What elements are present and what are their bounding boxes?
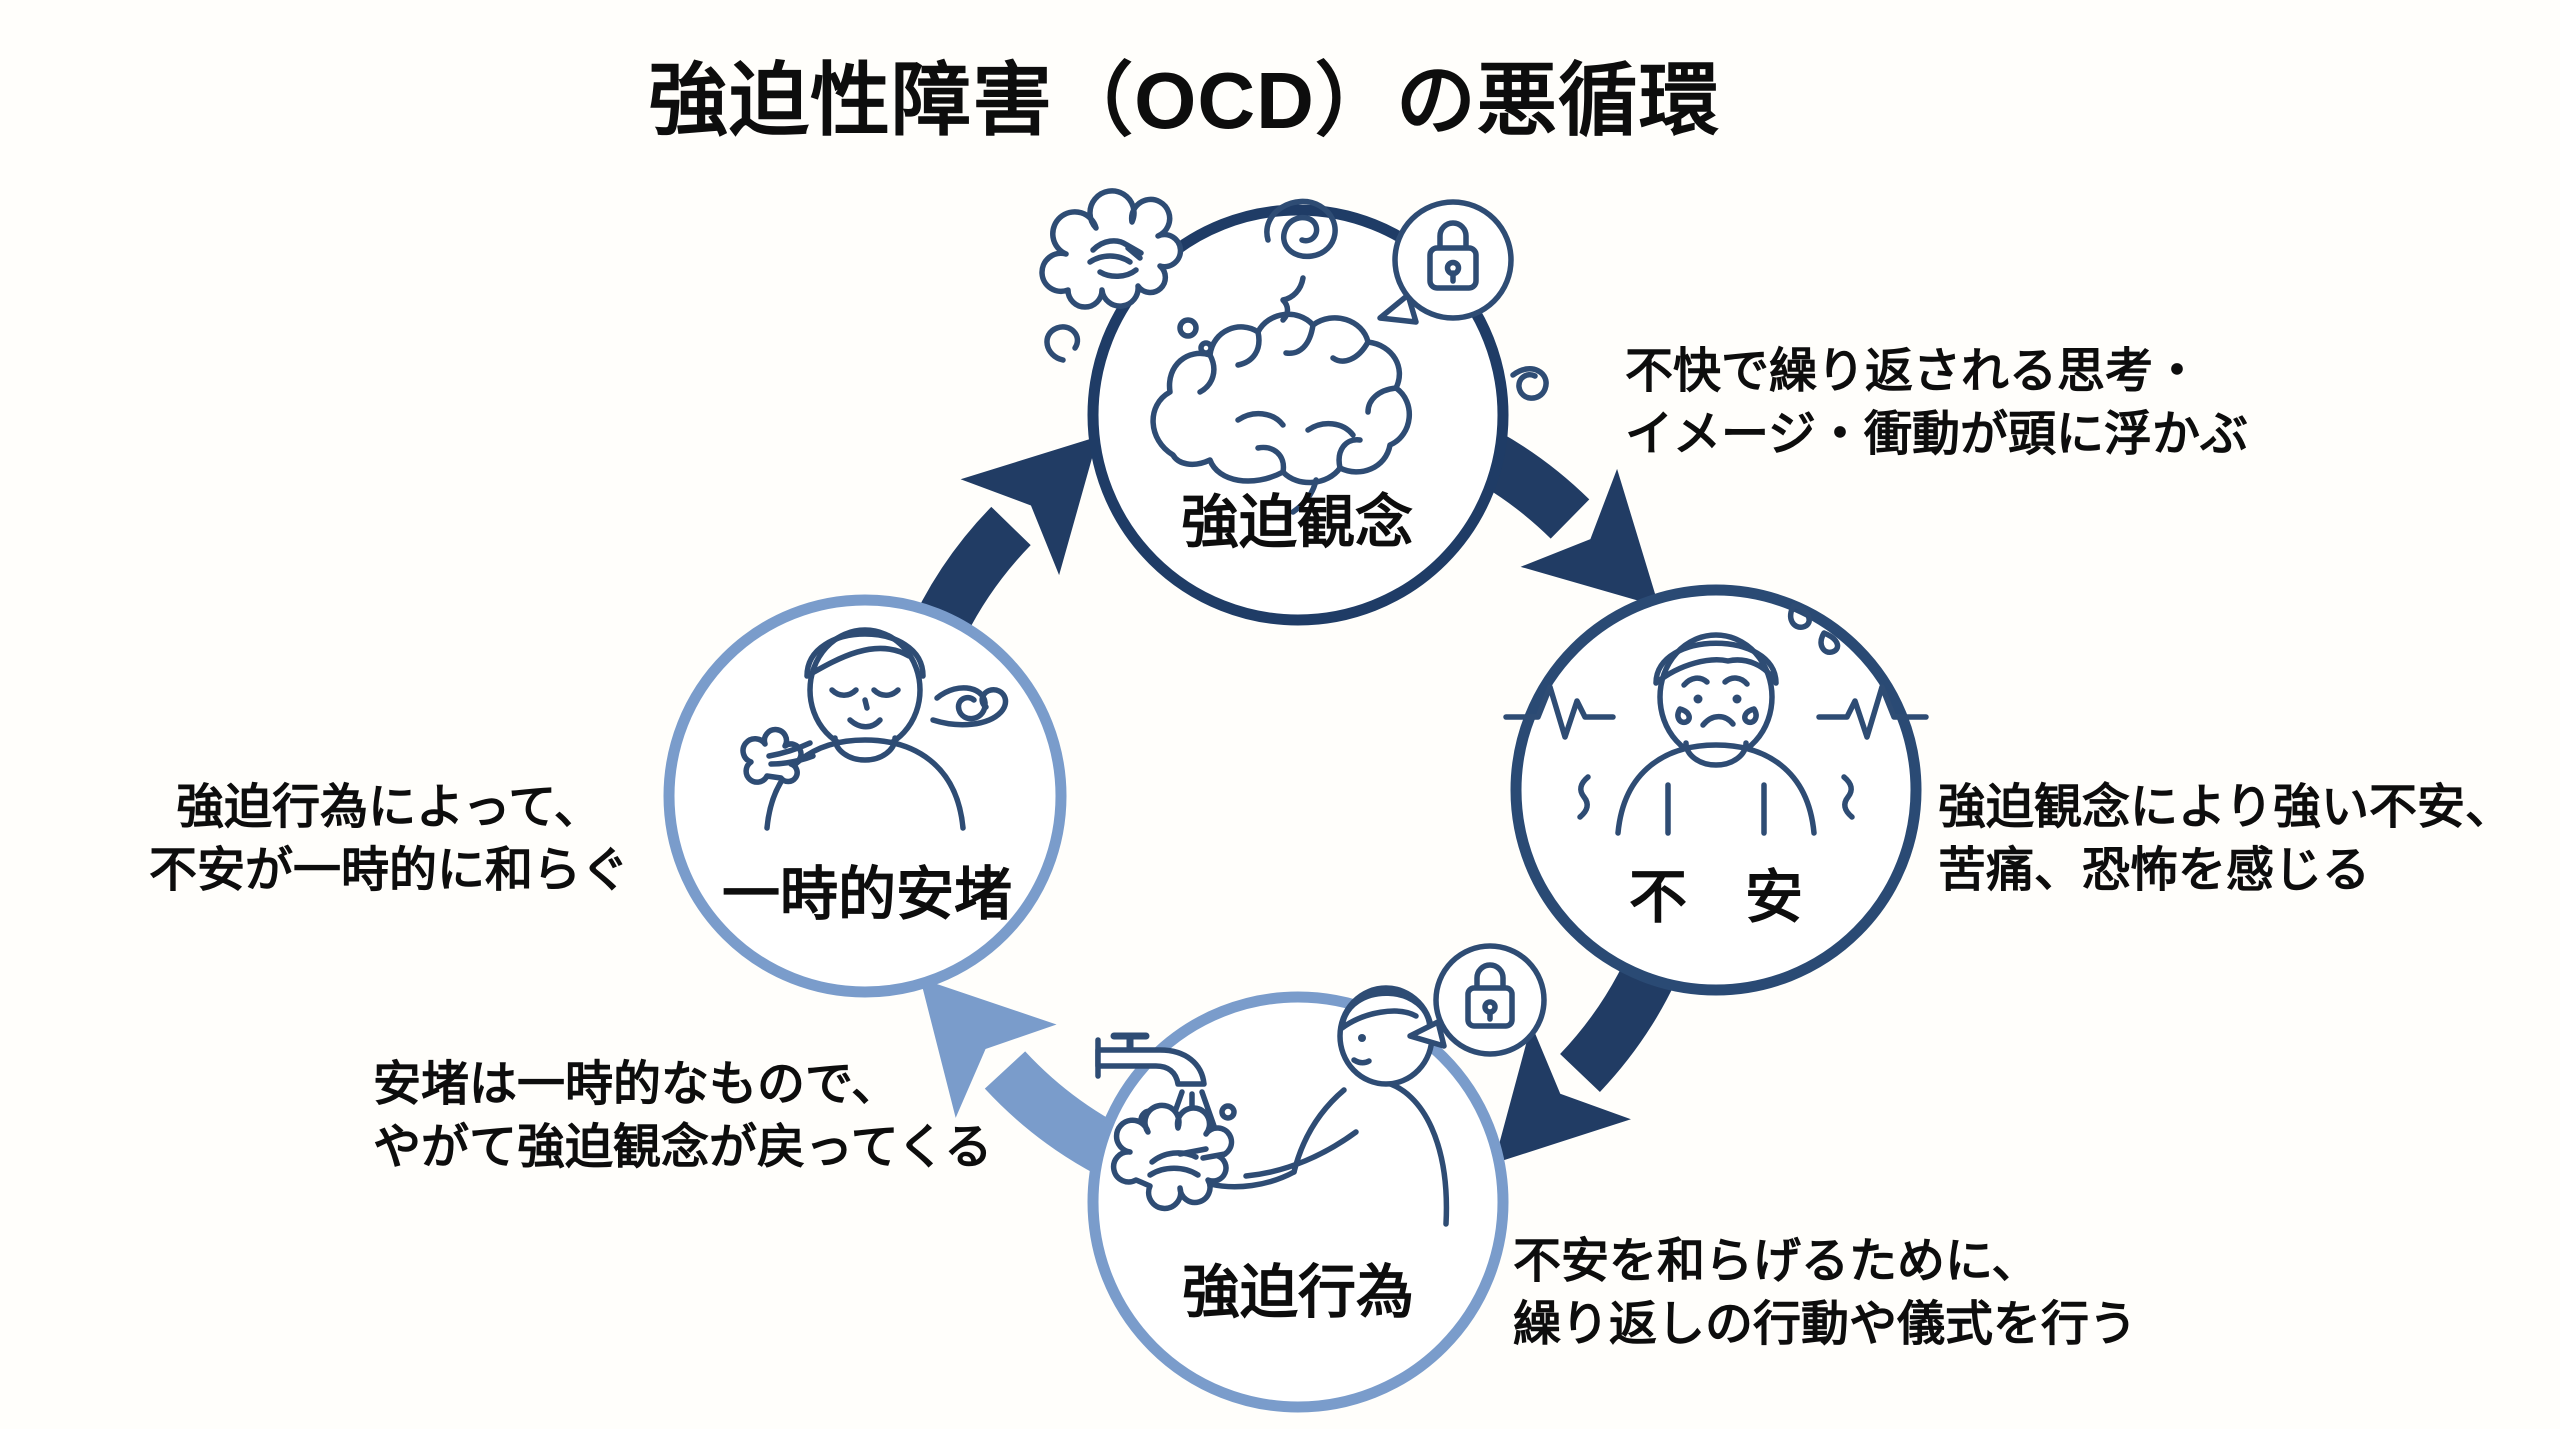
- annotation-relief-fades: 安堵は一時的なもので、 やがて強迫観念が戻ってくる: [373, 1058, 993, 1175]
- lock-speech-bubble-icon: [1407, 943, 1547, 1057]
- page-title: 強迫性障害（OCD）の悪循環: [648, 56, 1720, 145]
- swirl-accents-icon: [1044, 324, 1549, 401]
- node-label-relief: 一時的安堵: [721, 862, 1013, 927]
- sweat-drops-icon: [1788, 602, 1841, 655]
- node-label-compulsion: 強迫行為: [1181, 1260, 1415, 1325]
- relieved-person-icon: [740, 627, 1009, 831]
- relieved-face-icon: [804, 627, 926, 753]
- washing-person-icon: [1207, 985, 1450, 1227]
- annotation-anxiety: 強迫観念により強い不安、 苦痛、恐怖を感じる: [1938, 781, 2514, 898]
- pulse-left-icon: [1503, 684, 1616, 740]
- pulse-right-icon: [1816, 684, 1929, 740]
- exhale-puff-icon: [740, 726, 816, 785]
- hand-washing-icon: [1095, 943, 1547, 1227]
- shiver-lines-icon: [1577, 774, 1855, 820]
- annotation-compulsion: 不安を和らげるために、 繰り返しの行動や儀式を行う: [1513, 1235, 2138, 1352]
- annotation-obsession: 不快で繰り返される思考・ イメージ・衝動が頭に浮かぶ: [1625, 345, 2249, 462]
- anxious-face-icon: [1653, 632, 1779, 762]
- node-label-anxiety: 不 安: [1628, 865, 1804, 930]
- annotation-relief: 強迫行為によって、 不安が一時的に和らぐ: [148, 781, 630, 898]
- node-label-obsession: 強迫観念: [1180, 490, 1414, 555]
- anxious-body-icon: [1615, 740, 1817, 836]
- brain-outline-icon: [1150, 311, 1412, 515]
- lock-speech-bubble-icon: [1377, 199, 1514, 325]
- exhale-wind-icon: [930, 685, 1009, 728]
- node-circle-compulsion: [1087, 991, 1509, 1413]
- soap-foam-hands-icon: [1110, 1102, 1235, 1212]
- anxious-person-icon: [1503, 602, 1929, 836]
- brain-icon: [1039, 188, 1549, 515]
